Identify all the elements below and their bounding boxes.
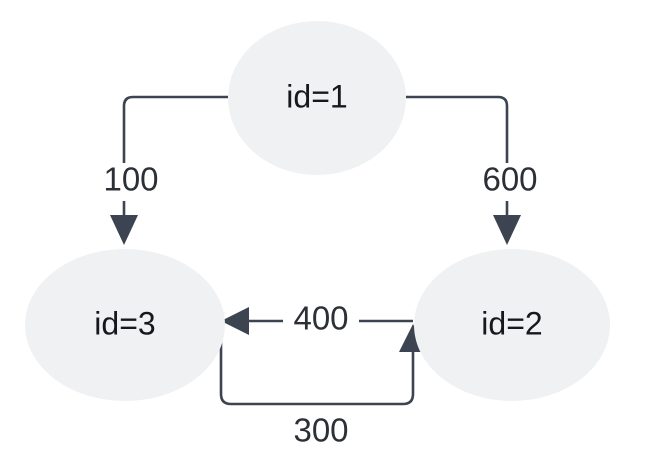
edge-600-arrowhead [493, 215, 521, 245]
edge-100[interactable]: 100 [103, 95, 228, 245]
node-id-3[interactable]: id=3 [25, 249, 225, 401]
node-id-2[interactable]: id=2 [414, 249, 610, 401]
edge-100-arrowhead [110, 215, 138, 245]
node-id-3-label: id=3 [94, 305, 155, 341]
node-id-1-ellipse [228, 21, 406, 175]
edge-100-path [122, 95, 228, 163]
edge-600[interactable]: 600 [406, 95, 538, 245]
node-id-2-ellipse [414, 249, 610, 401]
edge-300[interactable]: 300 [219, 322, 427, 449]
edge-600-path [406, 95, 509, 163]
edge-400-label: 400 [293, 300, 348, 337]
edge-400-arrowhead [221, 307, 249, 335]
node-id-2-label: id=2 [481, 305, 542, 341]
node-id-1-label: id=1 [286, 78, 347, 114]
edge-100-label: 100 [103, 161, 158, 198]
node-id-1[interactable]: id=1 [228, 21, 406, 175]
edge-600-label: 600 [482, 161, 537, 198]
edge-300-label: 300 [293, 412, 348, 449]
node-id-3-ellipse [25, 249, 225, 401]
edge-300-path [219, 322, 415, 406]
edge-400[interactable]: 400 [221, 300, 413, 337]
